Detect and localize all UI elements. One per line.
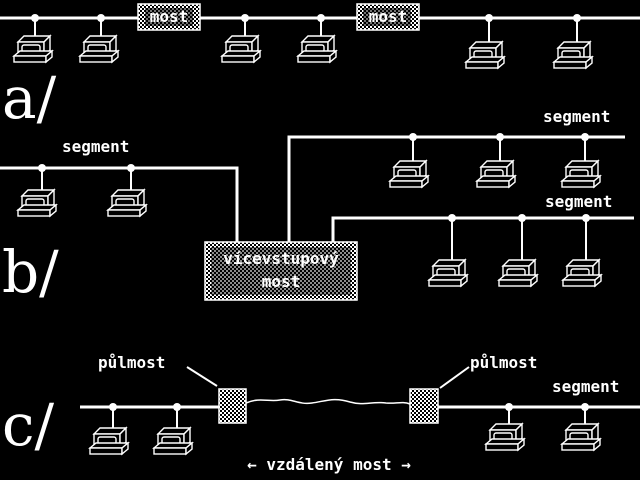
workstation-icon: [79, 35, 119, 63]
segment-line-b-left: [0, 166, 239, 242]
section-c-label: c/: [2, 391, 54, 459]
segment-label: segment: [552, 377, 619, 396]
segment-label: segment: [62, 137, 129, 156]
section-a: a/ most most: [0, 3, 640, 132]
bridge-label: most: [369, 7, 408, 26]
station: [17, 164, 57, 217]
halfbridge-left: [218, 388, 247, 424]
segment-line-b-top: [287, 135, 625, 242]
section-b-label: b/: [2, 238, 59, 306]
bridge-right: most: [356, 3, 420, 31]
station: [498, 214, 538, 287]
station: [13, 14, 53, 63]
bridge-left: most: [137, 3, 201, 31]
section-c: c/ půlmost půlmost segment: [2, 353, 640, 474]
bridge-label-line1: vícevstupový: [223, 249, 339, 268]
station: [79, 14, 119, 63]
workstation-icon: [465, 41, 505, 69]
multiport-bridge: vícevstupový most: [204, 241, 358, 301]
workstation-icon: [561, 423, 601, 451]
remote-link-line: [245, 398, 411, 405]
segment-label: segment: [545, 192, 612, 211]
workstation-icon: [553, 41, 593, 69]
station: [561, 133, 601, 188]
station: [562, 214, 602, 287]
remote-bridge-label: ← vzdálený most →: [247, 455, 411, 474]
halfbridge-label: půlmost: [98, 353, 165, 372]
section-b: b/ segment segment segment: [0, 107, 634, 306]
station: [89, 403, 129, 455]
workstation-icon: [221, 35, 261, 63]
station: [476, 133, 516, 188]
workstation-icon: [297, 35, 337, 63]
bridge-label: most: [150, 7, 189, 26]
station: [221, 14, 261, 63]
station: [389, 133, 429, 188]
bridge-label-line2: most: [262, 272, 301, 291]
station: [297, 14, 337, 63]
workstation-icon: [13, 35, 53, 63]
halfbridge-label: půlmost: [470, 353, 537, 372]
segment-line-b-bottom: [331, 216, 634, 242]
station: [153, 403, 193, 455]
workstation-icon: [561, 160, 601, 188]
workstation-icon: [476, 160, 516, 188]
callout-line: [186, 366, 218, 387]
workstation-icon: [153, 427, 193, 455]
workstation-icon: [89, 427, 129, 455]
workstation-icon: [17, 189, 57, 217]
station: [428, 214, 468, 287]
workstation-icon: [389, 160, 429, 188]
callout-line: [439, 366, 470, 389]
station: [107, 164, 147, 217]
segment-label: segment: [543, 107, 610, 126]
workstation-icon: [562, 259, 602, 287]
section-a-label: a/: [2, 64, 57, 132]
station: [561, 403, 601, 451]
workstation-icon: [107, 189, 147, 217]
halfbridge-right: [409, 388, 439, 424]
station: [553, 14, 593, 69]
workstation-icon: [498, 259, 538, 287]
station: [485, 403, 525, 451]
workstation-icon: [428, 259, 468, 287]
station: [465, 14, 505, 69]
workstation-icon: [485, 423, 525, 451]
